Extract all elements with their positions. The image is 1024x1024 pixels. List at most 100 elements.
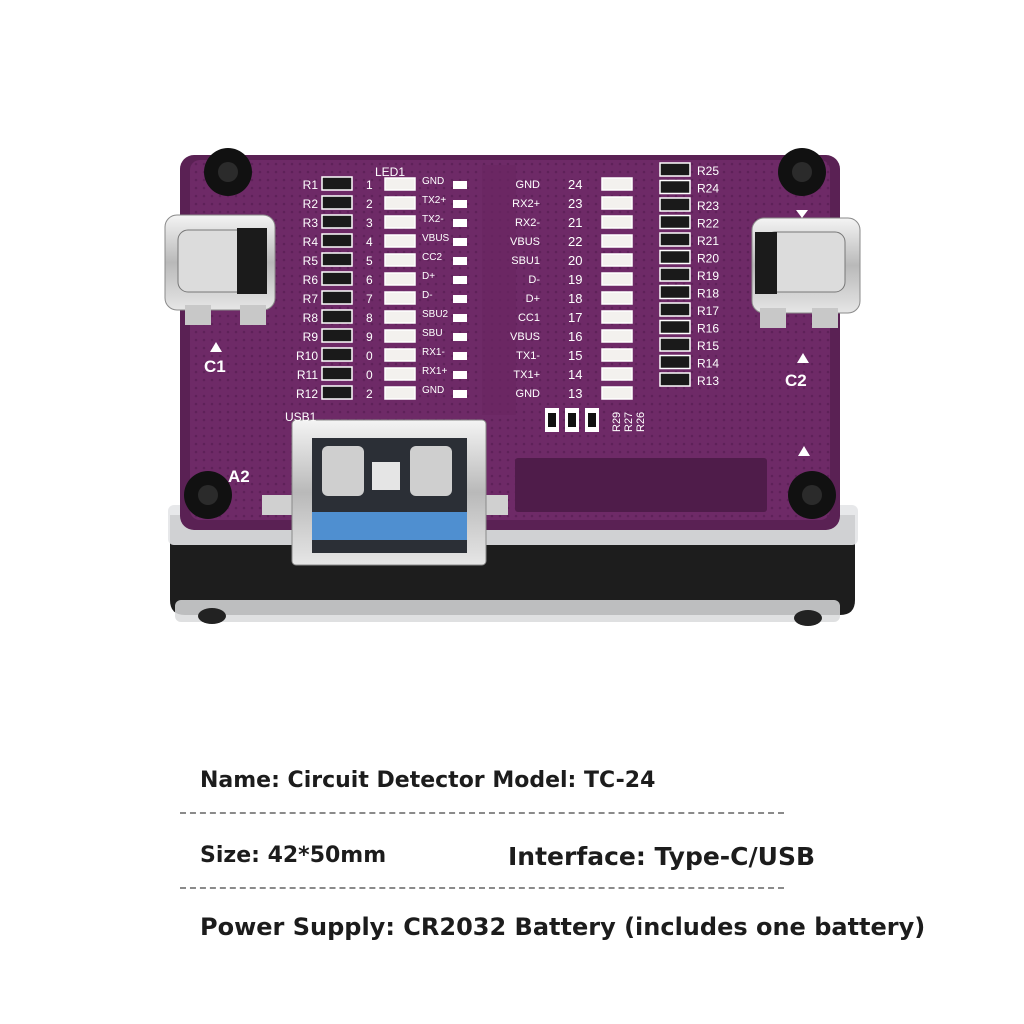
a-arrow-icon <box>798 446 810 456</box>
right-signal-label: TX1- <box>516 350 540 362</box>
led <box>384 253 416 267</box>
resistor <box>321 233 353 248</box>
smd-components <box>321 162 691 400</box>
resistor <box>321 290 353 305</box>
led <box>384 272 416 286</box>
resistor <box>321 347 353 362</box>
left-signal-label: RX1+ <box>422 366 447 377</box>
left-resistor-label: R9 <box>303 330 319 344</box>
left-led-number: 8 <box>366 311 373 325</box>
left-resistor-label: R12 <box>296 387 318 401</box>
resistor <box>321 309 353 324</box>
left-signal-label: D+ <box>422 271 435 282</box>
right-resistor-label: R22 <box>697 217 719 231</box>
right-signal-label: D- <box>528 274 540 286</box>
right-signal-label: GND <box>516 388 541 400</box>
led <box>601 215 633 229</box>
left-resistor-label: R5 <box>303 254 319 268</box>
left-led-number: 4 <box>366 235 373 249</box>
resistor <box>321 385 353 400</box>
size-line: Size: 42*50mm <box>200 843 387 868</box>
test-pad <box>453 352 467 360</box>
resistor <box>321 176 353 191</box>
test-pad <box>453 295 467 303</box>
right-resistor-label: R14 <box>697 357 719 371</box>
left-led-number: 2 <box>366 197 373 211</box>
resistor <box>321 214 353 229</box>
left-resistor-label: R10 <box>296 349 318 363</box>
left-resistor-label: R1 <box>303 178 319 192</box>
left-resistor-label: R6 <box>303 273 319 287</box>
left-resistor-label: R2 <box>303 197 319 211</box>
right-led-number: 16 <box>568 329 582 344</box>
test-pad <box>453 219 467 227</box>
bottom-resistor-pads <box>545 408 599 432</box>
interface-line: Interface: Type-C/USB <box>508 842 816 871</box>
resistor <box>659 284 691 300</box>
left-resistor-label: R4 <box>303 235 319 249</box>
right-led-number: 23 <box>568 196 582 211</box>
c2-label: C2 <box>785 371 807 390</box>
test-pad <box>453 238 467 246</box>
bottom-resistor-label: R26 <box>635 412 647 432</box>
left-signal-label: TX2- <box>422 214 444 225</box>
led <box>384 386 416 400</box>
right-resistor-label: R20 <box>697 252 719 266</box>
resistor <box>321 252 353 267</box>
resistor <box>659 232 691 247</box>
test-pad <box>453 200 467 208</box>
left-led-number: 9 <box>366 330 373 344</box>
resistor <box>659 197 691 212</box>
led <box>384 310 416 324</box>
left-led-number: 6 <box>366 273 373 287</box>
right-resistor-label: R25 <box>697 164 719 178</box>
divider-2 <box>180 887 784 889</box>
led <box>601 234 633 248</box>
left-resistor-label: R3 <box>303 216 319 230</box>
right-resistor-label: R19 <box>697 269 719 283</box>
test-pad <box>453 276 467 284</box>
left-signal-label: RX1- <box>422 347 445 358</box>
test-pad <box>453 314 467 322</box>
c2-direction-icon <box>796 210 808 218</box>
resistor <box>659 372 691 387</box>
right-resistor-label: R17 <box>697 304 719 318</box>
left-signal-label: VBUS <box>422 233 450 244</box>
resistor <box>659 319 691 335</box>
left-led-number: 7 <box>366 292 373 306</box>
resistor <box>321 366 353 381</box>
right-resistor-label: R13 <box>697 374 719 388</box>
name-model-line: Name: Circuit Detector Model: TC-24 <box>200 768 656 793</box>
power-supply-line: Power Supply: CR2032 Battery (includes o… <box>200 913 926 941</box>
led <box>384 177 416 191</box>
resistor <box>659 354 691 370</box>
right-led-number: 14 <box>568 367 582 382</box>
led <box>601 253 633 267</box>
led <box>601 310 633 324</box>
right-signal-label: RX2+ <box>512 198 540 210</box>
usb1-label: USB1 <box>285 410 317 424</box>
resistor <box>659 337 691 352</box>
right-led-number: 24 <box>568 177 582 192</box>
right-resistor-label: R16 <box>697 322 719 336</box>
left-signal-label: GND <box>422 385 444 396</box>
led <box>384 329 416 343</box>
led <box>601 329 633 343</box>
left-signal-label: CC2 <box>422 252 442 263</box>
resistor <box>659 249 691 265</box>
left-led-number: 0 <box>366 368 373 382</box>
left-resistor-label: R7 <box>303 292 319 306</box>
resistor <box>659 214 691 230</box>
right-led-number: 21 <box>568 215 582 230</box>
resistor <box>659 267 691 282</box>
right-signal-label: VBUS <box>510 331 540 343</box>
led <box>384 215 416 229</box>
right-resistor-label: R24 <box>697 182 719 196</box>
right-led-number: 17 <box>568 310 582 325</box>
right-resistor-label: R15 <box>697 339 719 353</box>
resistor <box>321 328 353 343</box>
left-signal-label: SBU <box>422 328 443 339</box>
